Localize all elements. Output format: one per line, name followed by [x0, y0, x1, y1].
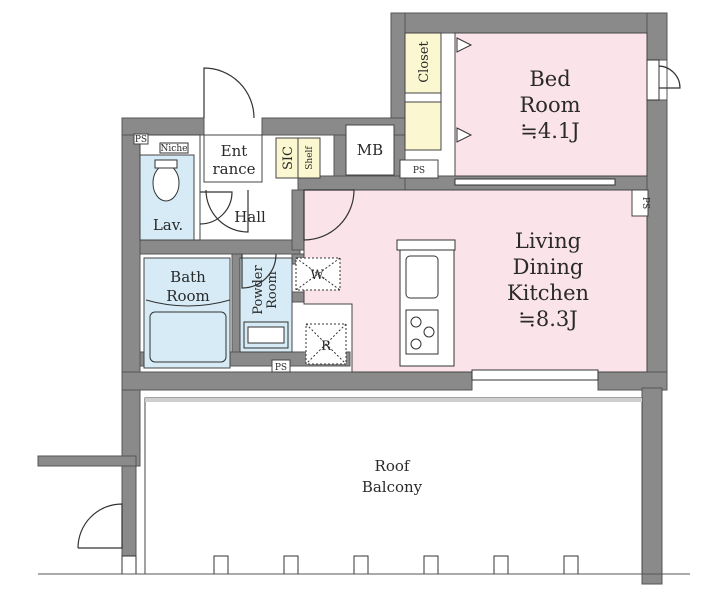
mb-label: MB	[357, 141, 383, 159]
ps-label-hall: PS	[413, 166, 425, 176]
powder-label-1: Powder	[251, 265, 266, 315]
bedroom-label-2: Room	[519, 93, 580, 117]
shelf-box	[297, 137, 321, 179]
hall-label: Hall	[234, 208, 266, 226]
closet-door-icon	[456, 37, 473, 53]
windows	[454, 59, 660, 381]
balcony-label-1: Roof	[375, 457, 411, 475]
ps-box-hall	[399, 159, 439, 179]
mb-box	[345, 124, 395, 176]
ps-box-ldk	[631, 189, 649, 217]
sic-label: SIC	[281, 146, 296, 170]
ldk-label-2: Dining	[513, 255, 584, 279]
shelf-label: Shelf	[305, 146, 315, 170]
fridge-label: R	[321, 339, 332, 354]
lav-label: Lav.	[153, 216, 183, 234]
ps-label-lav: PS	[135, 135, 147, 145]
bedroom-area: ≒4.1J	[520, 119, 579, 143]
bathtub	[149, 311, 227, 363]
bedroom-label-1: Bed	[529, 67, 570, 91]
balcony-posts	[121, 555, 579, 575]
ps-box-bath	[271, 359, 291, 373]
entrance-label-2: rance	[212, 160, 255, 178]
closet-label: Closet	[417, 40, 432, 82]
entrance-area	[203, 134, 263, 183]
washer-label: W.	[310, 268, 325, 283]
niche-label: Niche	[161, 144, 188, 154]
ps-label-bath: PS	[275, 363, 287, 373]
ldk-floor	[303, 189, 648, 373]
ldk-area: ≒8.3J	[518, 307, 577, 331]
bath-label-1: Bath	[170, 268, 206, 286]
ps-box-lav	[133, 133, 149, 145]
doors	[77, 65, 681, 549]
entrance-label-1: Ent	[221, 142, 248, 160]
stove-icon	[405, 309, 439, 355]
ps-label-ldk: PS	[640, 197, 650, 209]
bath-label-2: Room	[166, 287, 210, 305]
powder-label-2: Room	[265, 271, 280, 309]
ldk-label-1: Living	[515, 229, 581, 253]
balcony-label-2: Balcony	[362, 478, 423, 496]
bedroom-floor	[454, 32, 648, 177]
ldk-label-3: Kitchen	[507, 281, 589, 305]
sink-icon	[405, 255, 439, 299]
